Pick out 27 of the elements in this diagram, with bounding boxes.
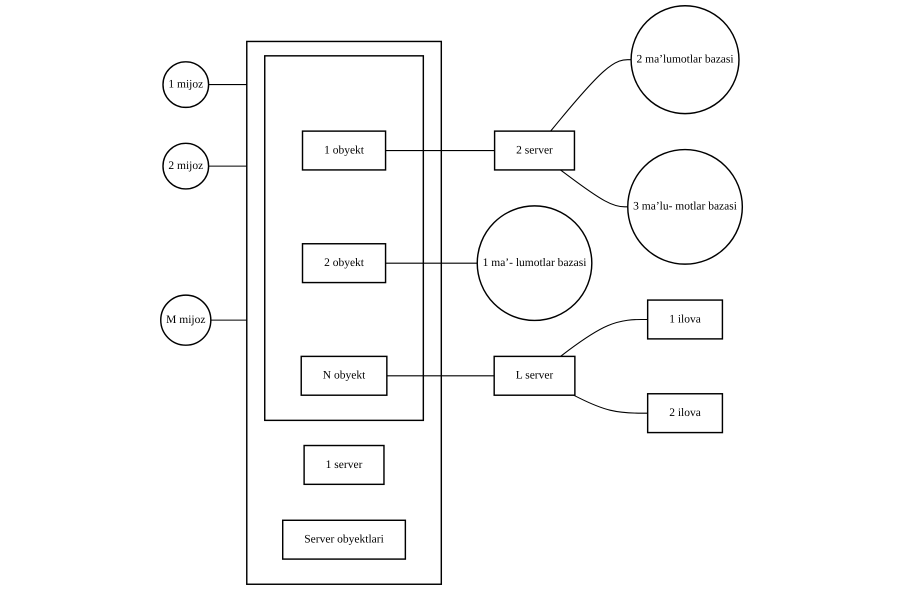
- cluster: [264, 55, 424, 422]
- node-box: N obyekt: [300, 356, 388, 396]
- connector: [386, 150, 496, 152]
- connector: [550, 59, 632, 132]
- node-circle: M mijoz: [160, 294, 212, 346]
- cluster: [246, 40, 442, 585]
- connector: [386, 262, 478, 264]
- node-circle: 3 ma’lu- motlar bazasi: [627, 148, 744, 265]
- connector: [560, 318, 648, 357]
- connector: [211, 320, 248, 321]
- connector: [574, 394, 648, 414]
- node-circle: 1 ma’- lumotlar bazasi: [476, 205, 593, 322]
- connector: [209, 84, 248, 86]
- node-box: 1 server: [304, 444, 386, 486]
- node-circle: 2 mijoz: [162, 142, 210, 190]
- connector: [209, 166, 248, 167]
- node-box: 1 ilova: [647, 299, 724, 340]
- connector: [560, 170, 628, 208]
- node-circle: 1 mijoz: [162, 61, 210, 108]
- node-box: 1 obyekt: [302, 130, 387, 171]
- node-box: 2 ilova: [647, 393, 724, 434]
- node-box: 2 obyekt: [302, 243, 387, 284]
- node-circle: 2 ma’lumotlar bazasi: [630, 5, 740, 114]
- connector: [387, 375, 495, 376]
- node-box: Server obyektlari: [282, 520, 407, 560]
- node-box: L server: [494, 356, 576, 396]
- node-box: 2 server: [494, 130, 576, 171]
